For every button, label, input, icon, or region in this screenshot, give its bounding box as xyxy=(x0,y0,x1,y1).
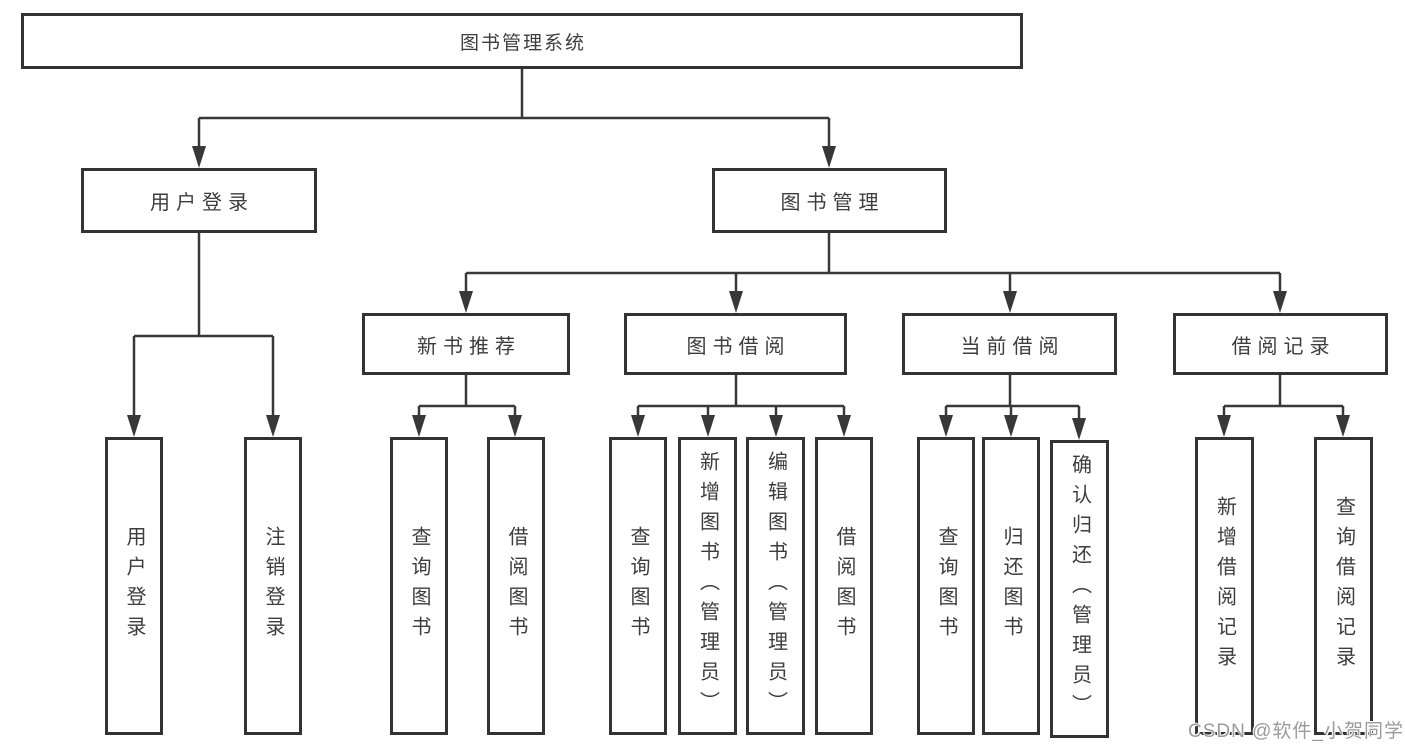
node-label: 查询图书 xyxy=(935,526,957,646)
node-label: 编辑图书（管理员） xyxy=(764,451,787,721)
arrowhead xyxy=(266,415,280,437)
leaf-currentborrow-confirm-return-admin: 确认归还（管理员） xyxy=(1050,440,1109,738)
node-user-login: 用户登录 xyxy=(81,168,317,233)
arrowhead xyxy=(127,415,141,437)
arrowhead xyxy=(701,415,715,437)
arrowhead xyxy=(837,415,851,437)
node-label: 借阅图书 xyxy=(505,526,527,646)
node-label: 当前借阅 xyxy=(960,335,1065,358)
arrowhead xyxy=(1336,415,1350,437)
arrowhead xyxy=(459,291,473,313)
node-borrowing-records: 借阅记录 xyxy=(1173,313,1388,375)
connector-path xyxy=(132,69,1345,424)
node-new-book-recommend: 新书推荐 xyxy=(362,313,570,375)
arrowhead xyxy=(769,415,783,437)
arrowhead xyxy=(1003,291,1017,313)
arrowhead xyxy=(1004,415,1018,437)
node-book-management: 图书管理 xyxy=(712,168,947,233)
leaf-bookborrow-edit-books-admin: 编辑图书（管理员） xyxy=(746,437,805,735)
node-label: 查询图书 xyxy=(627,526,649,646)
leaf-currentborrow-return-books: 归还图书 xyxy=(982,437,1040,735)
leaf-bookborrow-add-books-admin: 新增图书（管理员） xyxy=(678,437,737,735)
leaf-bookborrow-query-books: 查询图书 xyxy=(609,437,667,735)
node-label: 确认归还（管理员） xyxy=(1068,454,1091,724)
leaf-newbook-borrow-books: 借阅图书 xyxy=(487,437,545,735)
node-label: 图书管理 xyxy=(780,192,885,214)
leaf-logout: 注销登录 xyxy=(244,437,302,735)
node-book-borrowing: 图书借阅 xyxy=(624,313,847,375)
arrowhead xyxy=(939,415,953,437)
node-label: 用户登录 xyxy=(123,526,145,646)
arrowhead xyxy=(1072,418,1086,440)
node-label: 用户登录 xyxy=(150,192,254,214)
node-label: 新增借阅记录 xyxy=(1213,496,1236,676)
node-label: 图书借阅 xyxy=(686,335,791,358)
node-current-borrowing: 当前借阅 xyxy=(902,313,1117,375)
node-label: 借阅图书 xyxy=(833,526,855,646)
arrowhead xyxy=(192,146,206,168)
arrowhead xyxy=(729,291,743,313)
node-label: 图书管理系统 xyxy=(459,32,586,54)
node-label: 新增图书（管理员） xyxy=(696,451,719,721)
node-label: 借阅记录 xyxy=(1231,335,1336,358)
node-label: 查询图书 xyxy=(408,526,430,646)
leaf-records-query-borrow-record: 查询借阅记录 xyxy=(1314,437,1373,735)
csdn-watermark: CSDN @软件_小贺同学 xyxy=(1188,721,1404,742)
arrowhead xyxy=(412,415,426,437)
node-library-management-system: 图书管理系统 xyxy=(21,13,1023,69)
arrowhead xyxy=(1217,415,1231,437)
arrowhead xyxy=(822,146,836,168)
node-label: 查询借阅记录 xyxy=(1332,496,1355,676)
leaf-newbook-query-books: 查询图书 xyxy=(390,437,448,735)
leaf-bookborrow-borrow-books: 借阅图书 xyxy=(815,437,873,735)
node-label: 注销登录 xyxy=(262,526,284,646)
arrowhead xyxy=(508,415,522,437)
leaf-records-add-borrow-record: 新增借阅记录 xyxy=(1195,437,1254,735)
node-label: 新书推荐 xyxy=(417,335,521,358)
node-label: 归还图书 xyxy=(1000,526,1022,646)
leaf-user-login: 用户登录 xyxy=(105,437,163,735)
leaf-currentborrow-query-books: 查询图书 xyxy=(917,437,975,735)
arrowhead xyxy=(631,415,645,437)
arrowhead xyxy=(1273,291,1287,313)
